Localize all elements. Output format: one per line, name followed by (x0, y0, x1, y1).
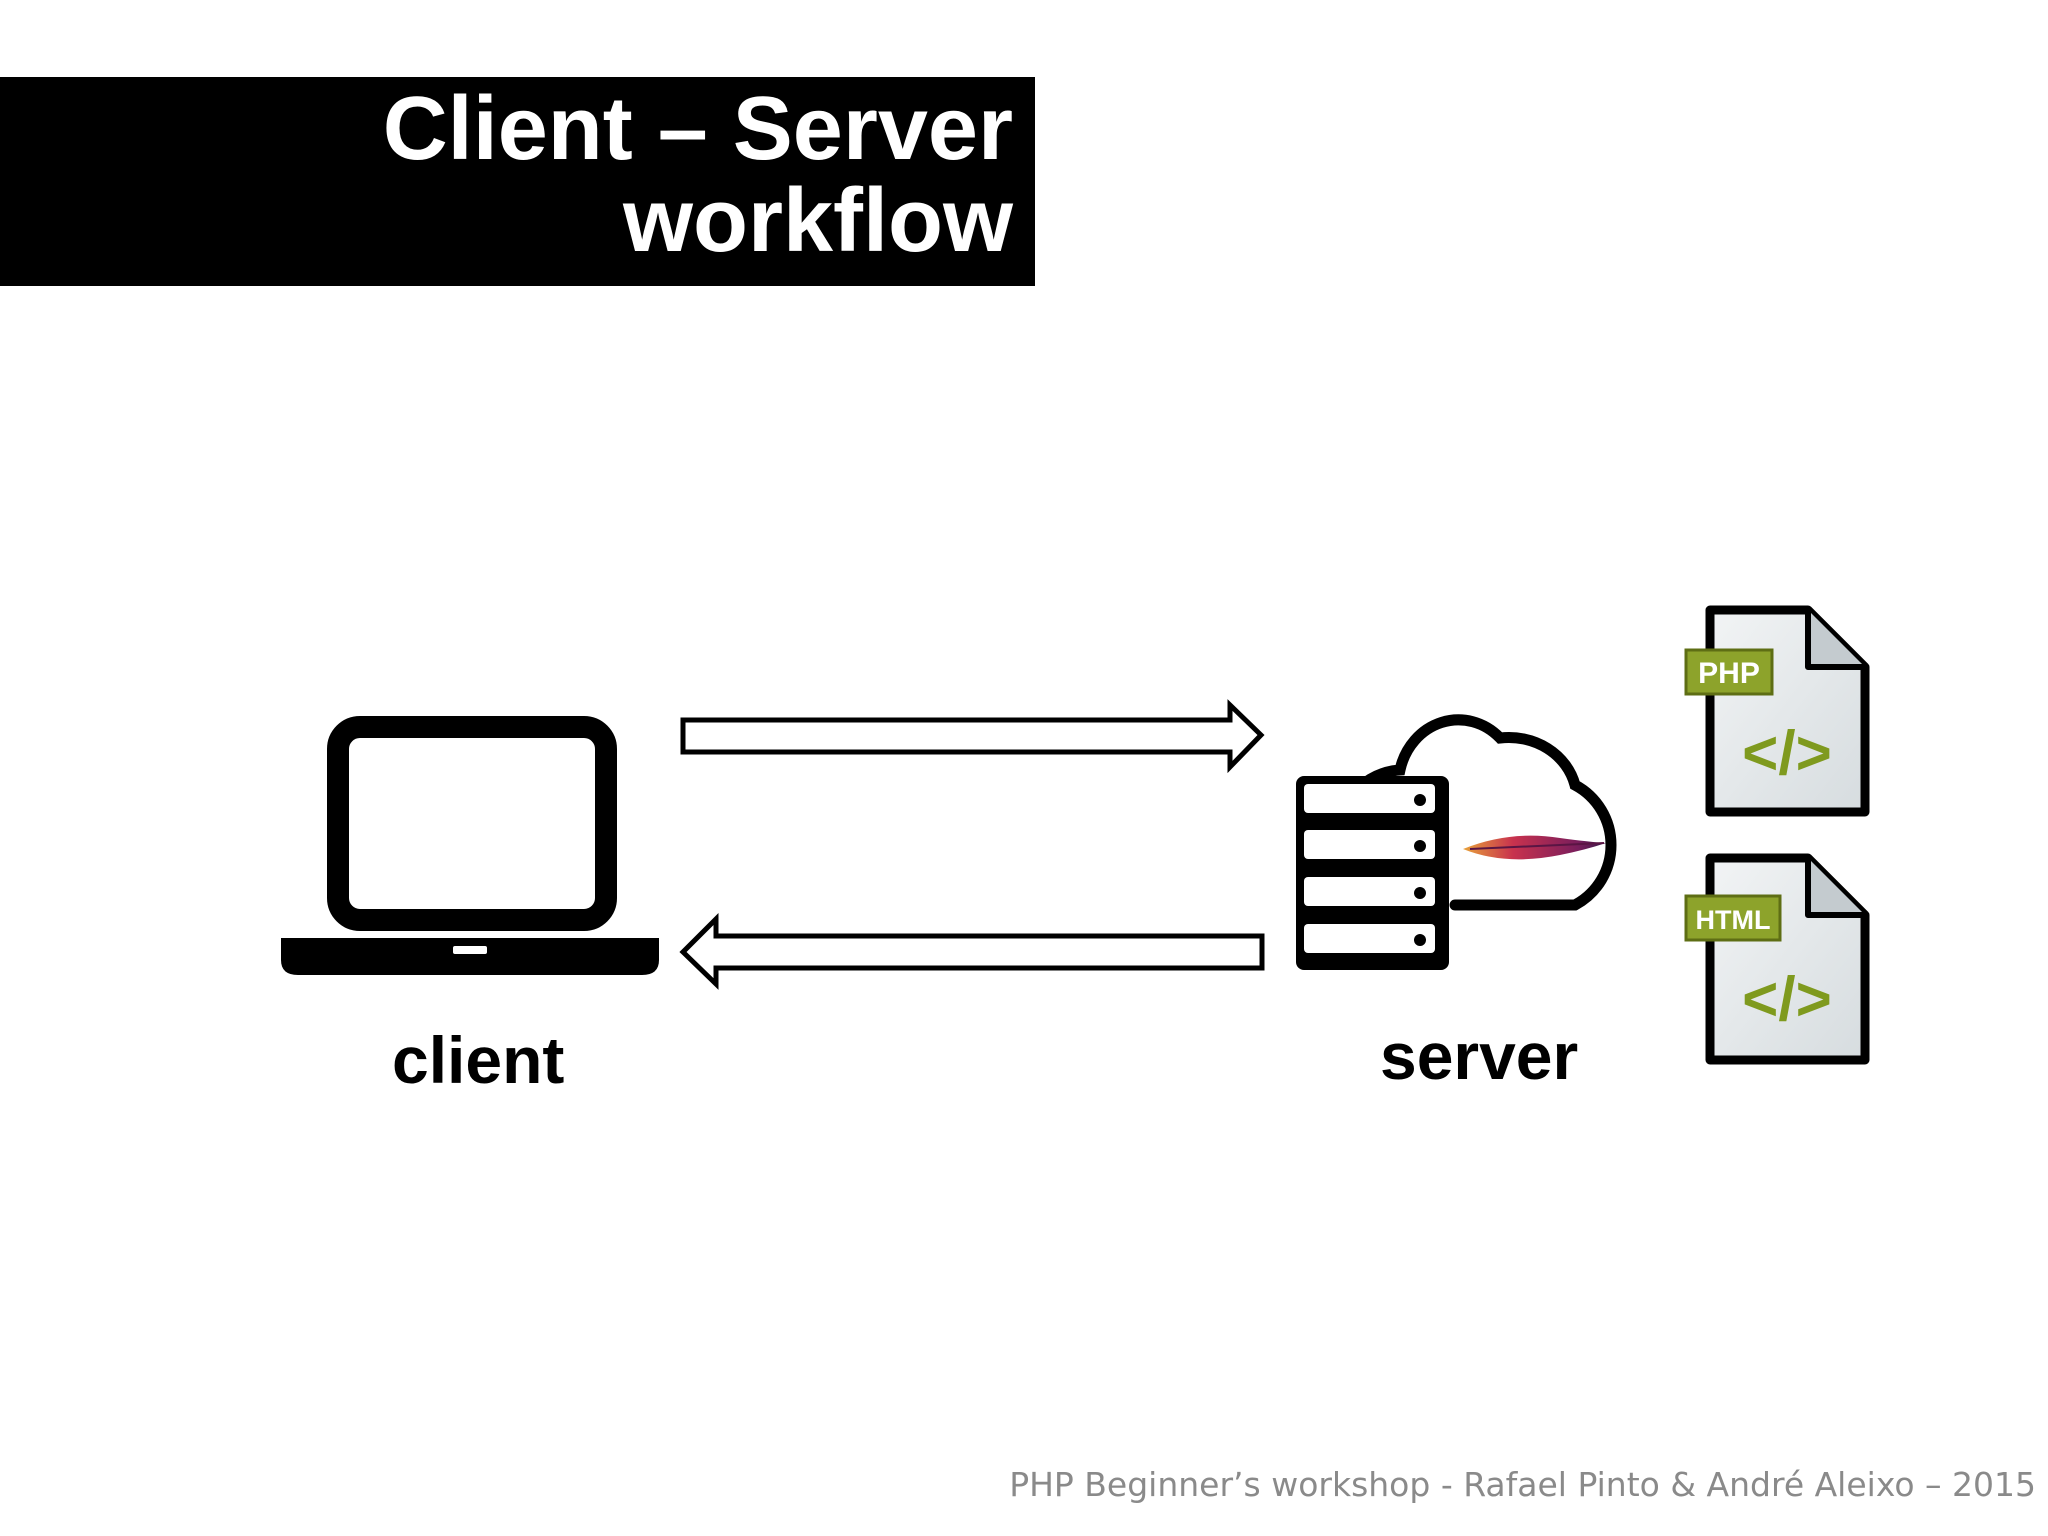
laptop-icon (281, 716, 659, 975)
title-line-2: workflow (622, 171, 1013, 271)
request-arrow-right (680, 699, 1265, 774)
slide-footer: PHP Beginner’s workshop - Rafael Pinto &… (1009, 1465, 2036, 1504)
server-label: server (1380, 1019, 1579, 1093)
html-file-icon: HTML </> (1684, 853, 1870, 1065)
php-file-icon: PHP </> (1684, 605, 1870, 817)
title-line-1: Client – Server (382, 79, 1013, 179)
php-badge-text: PHP (1698, 657, 1760, 690)
title-bar: Client – Server workflow (0, 77, 1035, 286)
response-arrow-left (679, 912, 1265, 990)
slide-title: Client – Server workflow (383, 83, 1013, 267)
html-badge-text: HTML (1696, 905, 1771, 935)
apache-feather-icon (1463, 835, 1606, 860)
html-code-glyph: </> (1742, 965, 1832, 1034)
client-label: client (392, 1023, 565, 1097)
php-code-glyph: </> (1742, 719, 1832, 788)
server-rack-icon (1296, 776, 1449, 970)
